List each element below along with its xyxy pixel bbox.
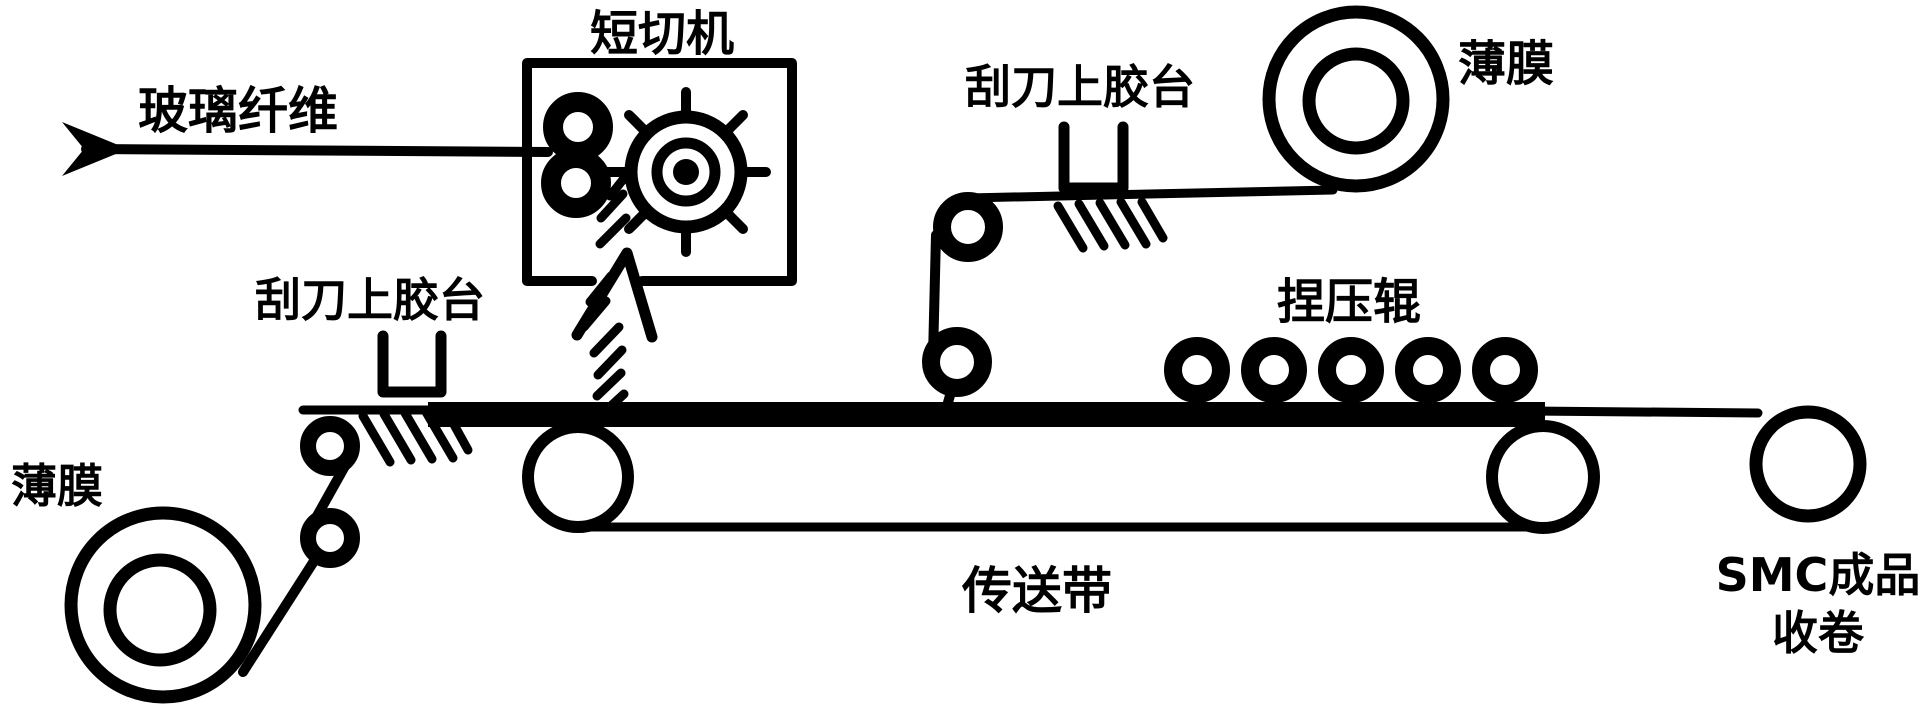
glue-hatch-right [1053,197,1168,253]
material-band [428,402,1545,427]
feed-roller-top [543,92,613,162]
film-web-left-s-wrap [312,461,350,521]
product-web-line [1525,406,1763,418]
takeup-roll [1749,405,1867,523]
film-roll-top-right [1262,5,1450,193]
film-roll-bottom-left [64,506,262,704]
kneading-rollers-label: 捏压辊 [1277,274,1421,330]
belt-pulley-left [522,421,634,533]
kneading-roller-2 [1241,337,1307,403]
cutter-hub [673,159,699,185]
glue-station-left-label: 刮刀上胶台 [255,273,485,327]
kneading-roller-5 [1472,337,1538,403]
glue-trough-left [377,330,447,398]
guide-roller-left-lower [300,508,360,568]
film-roll-tr-core [1302,47,1410,155]
kneading-roller-1 [1164,337,1230,403]
belt-pulley-right [1486,420,1600,534]
film-bottom-left-label: 薄膜 [11,459,103,513]
film-roll-bl-core [103,553,217,667]
glass-fiber-line [81,144,553,157]
feed-roller-bottom [541,148,611,218]
guide-roller-left-upper [300,416,360,476]
kneading-roller-4 [1395,337,1461,403]
conveyor [428,402,1600,534]
smc-takeup [1525,405,1867,523]
glass-fiber-feed [62,122,553,176]
glue-station-left [238,330,475,677]
smc-takeup-label-line1: SMC成品 [1716,548,1921,602]
film-web-right-top [963,185,1338,203]
film-roll-bl-outer [64,506,262,704]
chopper-box [522,58,797,286]
film-top-right-label: 薄膜 [1458,36,1554,92]
film-web-right-to-belt [942,387,956,411]
glue-trough-right [1058,121,1129,194]
chopper-label: 短切机 [590,6,734,62]
guide-roller-right-upper [933,192,1003,262]
film-web-left-to-roll [238,553,321,677]
guide-roller-right-lower [922,327,992,397]
glue-station-right-label: 刮刀上胶台 [965,60,1195,114]
chopper-machine [522,58,797,286]
conveyor-belt-label: 传送带 [961,562,1112,620]
film-roll-tr-outer [1262,5,1450,193]
cutter-inner-ring [651,137,721,207]
kneading-roller-3 [1318,337,1384,403]
kneading-rollers [1164,337,1538,403]
smc-takeup-label-line2: 收卷 [1772,606,1865,660]
glass-fiber-label: 玻璃纤维 [138,82,338,140]
glue-station-right [922,121,1338,411]
